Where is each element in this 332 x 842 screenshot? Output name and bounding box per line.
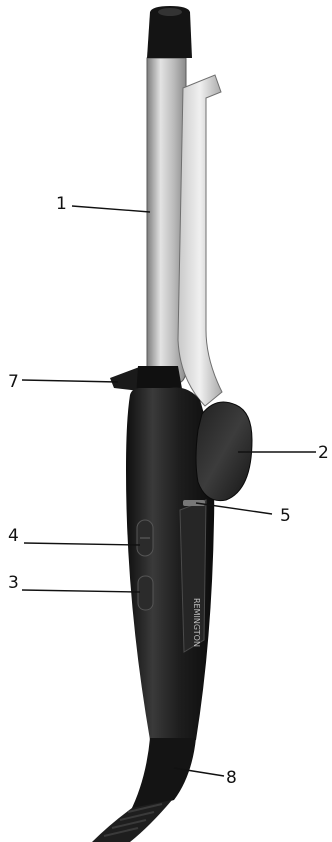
callout-barrel: 1 — [56, 194, 150, 214]
svg-text:3: 3 — [8, 573, 19, 593]
svg-text:8: 8 — [226, 768, 237, 788]
callout-button-lower: 3 — [8, 573, 140, 593]
button-lower — [138, 576, 153, 610]
svg-text:7: 7 — [8, 372, 19, 392]
button-upper — [137, 520, 153, 556]
svg-text:4: 4 — [8, 526, 19, 546]
callout-stand: 7 — [8, 372, 118, 392]
swivel-cord — [92, 738, 196, 842]
brand-text: REMINGTON — [192, 598, 201, 647]
svg-text:1: 1 — [56, 194, 67, 214]
clamp-plate — [178, 75, 222, 406]
svg-text:2: 2 — [318, 443, 329, 463]
svg-text:5: 5 — [280, 506, 291, 526]
callout-button-upper: 4 — [8, 526, 140, 546]
indicator-light — [183, 500, 205, 506]
cool-tip — [147, 6, 192, 58]
